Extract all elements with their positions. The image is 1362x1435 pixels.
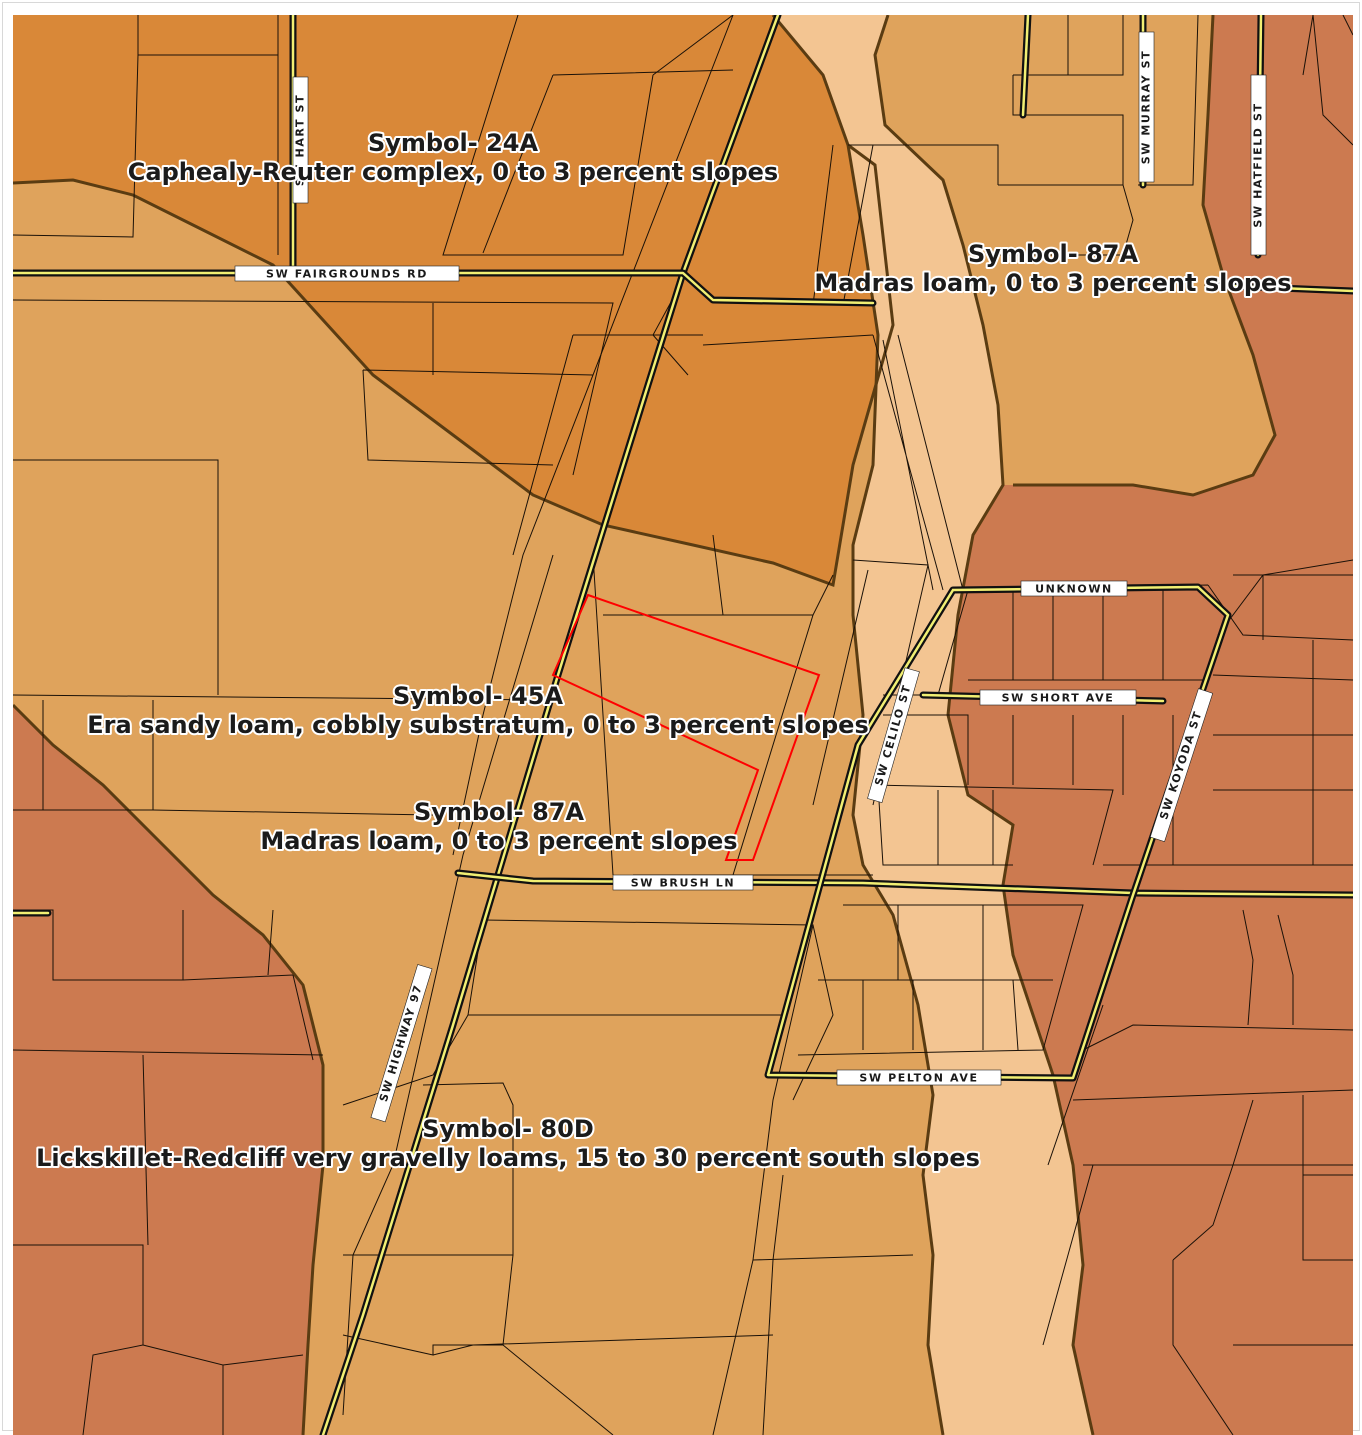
svg-text:SW SHORT AVE: SW SHORT AVE: [1002, 692, 1115, 705]
svg-text:SW FAIRGROUNDS RD: SW FAIRGROUNDS RD: [266, 268, 428, 281]
svg-text:UNKNOWN: UNKNOWN: [1035, 583, 1113, 596]
svg-text:Madras loam, 0 to 3 percent sl: Madras loam, 0 to 3 percent slopes: [814, 269, 1291, 297]
road-label-brush: SW BRUSH LN: [612, 874, 754, 891]
road-label-hart: SW HART ST: [292, 76, 309, 204]
road-label-hatfield: SW HATFIELD ST: [1250, 74, 1267, 256]
svg-text:Symbol- 24A: Symbol- 24A: [368, 129, 539, 157]
soil-label-87A-northeast: Symbol- 87A Madras loam, 0 to 3 percent …: [812, 238, 1293, 299]
svg-text:Madras loam, 0 to 3 percent sl: Madras loam, 0 to 3 percent slopes: [260, 827, 737, 855]
soil-label-87A-center: Symbol- 87A Madras loam, 0 to 3 percent …: [258, 796, 739, 857]
svg-text:Symbol- 45A: Symbol- 45A: [393, 682, 564, 710]
svg-text:SW MURRAY ST: SW MURRAY ST: [1140, 50, 1153, 165]
svg-text:Era sandy loam, cobbly substra: Era sandy loam, cobbly substratum, 0 to …: [87, 711, 868, 739]
svg-text:SW HART ST: SW HART ST: [294, 94, 307, 186]
road-label-fairgrounds: SW FAIRGROUNDS RD: [234, 265, 460, 282]
soil-label-45A: Symbol- 45A Era sandy loam, cobbly subst…: [85, 680, 870, 741]
road-label-murray: SW MURRAY ST: [1138, 31, 1155, 183]
svg-text:Caphealy-Reuter complex, 0 to: Caphealy-Reuter complex, 0 to 3 percent …: [128, 158, 778, 186]
svg-text:SW HATFIELD ST: SW HATFIELD ST: [1252, 102, 1265, 227]
soil-area-80D-west: [13, 705, 323, 1435]
soil-label-80D: Symbol- 80D Lickskillet-Redcliff very gr…: [34, 1113, 982, 1174]
svg-text:Lickskillet-Redcliff very grav: Lickskillet-Redcliff very gravelly loams…: [36, 1144, 980, 1172]
road-label-unknown: UNKNOWN: [1020, 580, 1128, 597]
svg-text:SW PELTON AVE: SW PELTON AVE: [859, 1072, 978, 1085]
soil-label-24A: Symbol- 24A Caphealy-Reuter complex, 0 t…: [126, 127, 780, 188]
road-label-short: SW SHORT AVE: [979, 689, 1137, 706]
soil-area-80D-east: [948, 15, 1353, 1435]
soil-area-24A: [13, 15, 893, 585]
svg-text:SW BRUSH LN: SW BRUSH LN: [631, 877, 735, 890]
soil-map[interactable]: SW FAIRGROUNDS RD SW HART ST SW MURRAY S…: [13, 15, 1353, 1435]
svg-text:Symbol- 87A: Symbol- 87A: [968, 240, 1139, 268]
svg-text:Symbol- 80D: Symbol- 80D: [422, 1115, 593, 1143]
subject-parcel-outline[interactable]: [551, 593, 821, 861]
road-label-pelton: SW PELTON AVE: [836, 1069, 1002, 1086]
svg-text:Symbol- 87A: Symbol- 87A: [414, 798, 585, 826]
